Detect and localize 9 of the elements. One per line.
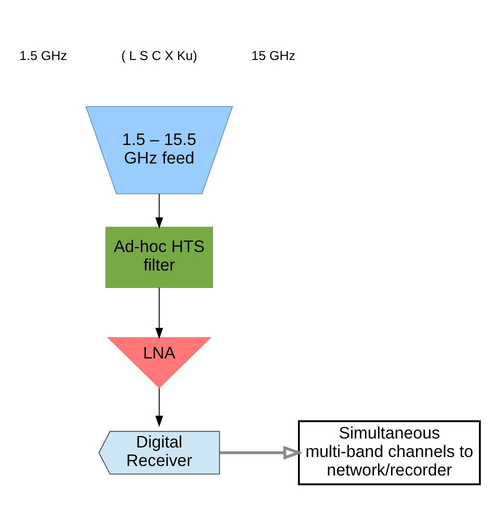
label: ( L S C X Ku): [121, 47, 198, 62]
arrow: [155, 387, 164, 426]
node-box: Simultaneous multi-band channels to network/recorder: [298, 420, 481, 485]
arrow: [220, 445, 303, 460]
label: 15 GHz: [251, 47, 296, 62]
node-box: Ad-hoc HTS filter: [105, 226, 214, 288]
label: 1.5 GHz: [19, 47, 68, 62]
arrow: [155, 192, 164, 228]
arrow: [155, 286, 164, 339]
